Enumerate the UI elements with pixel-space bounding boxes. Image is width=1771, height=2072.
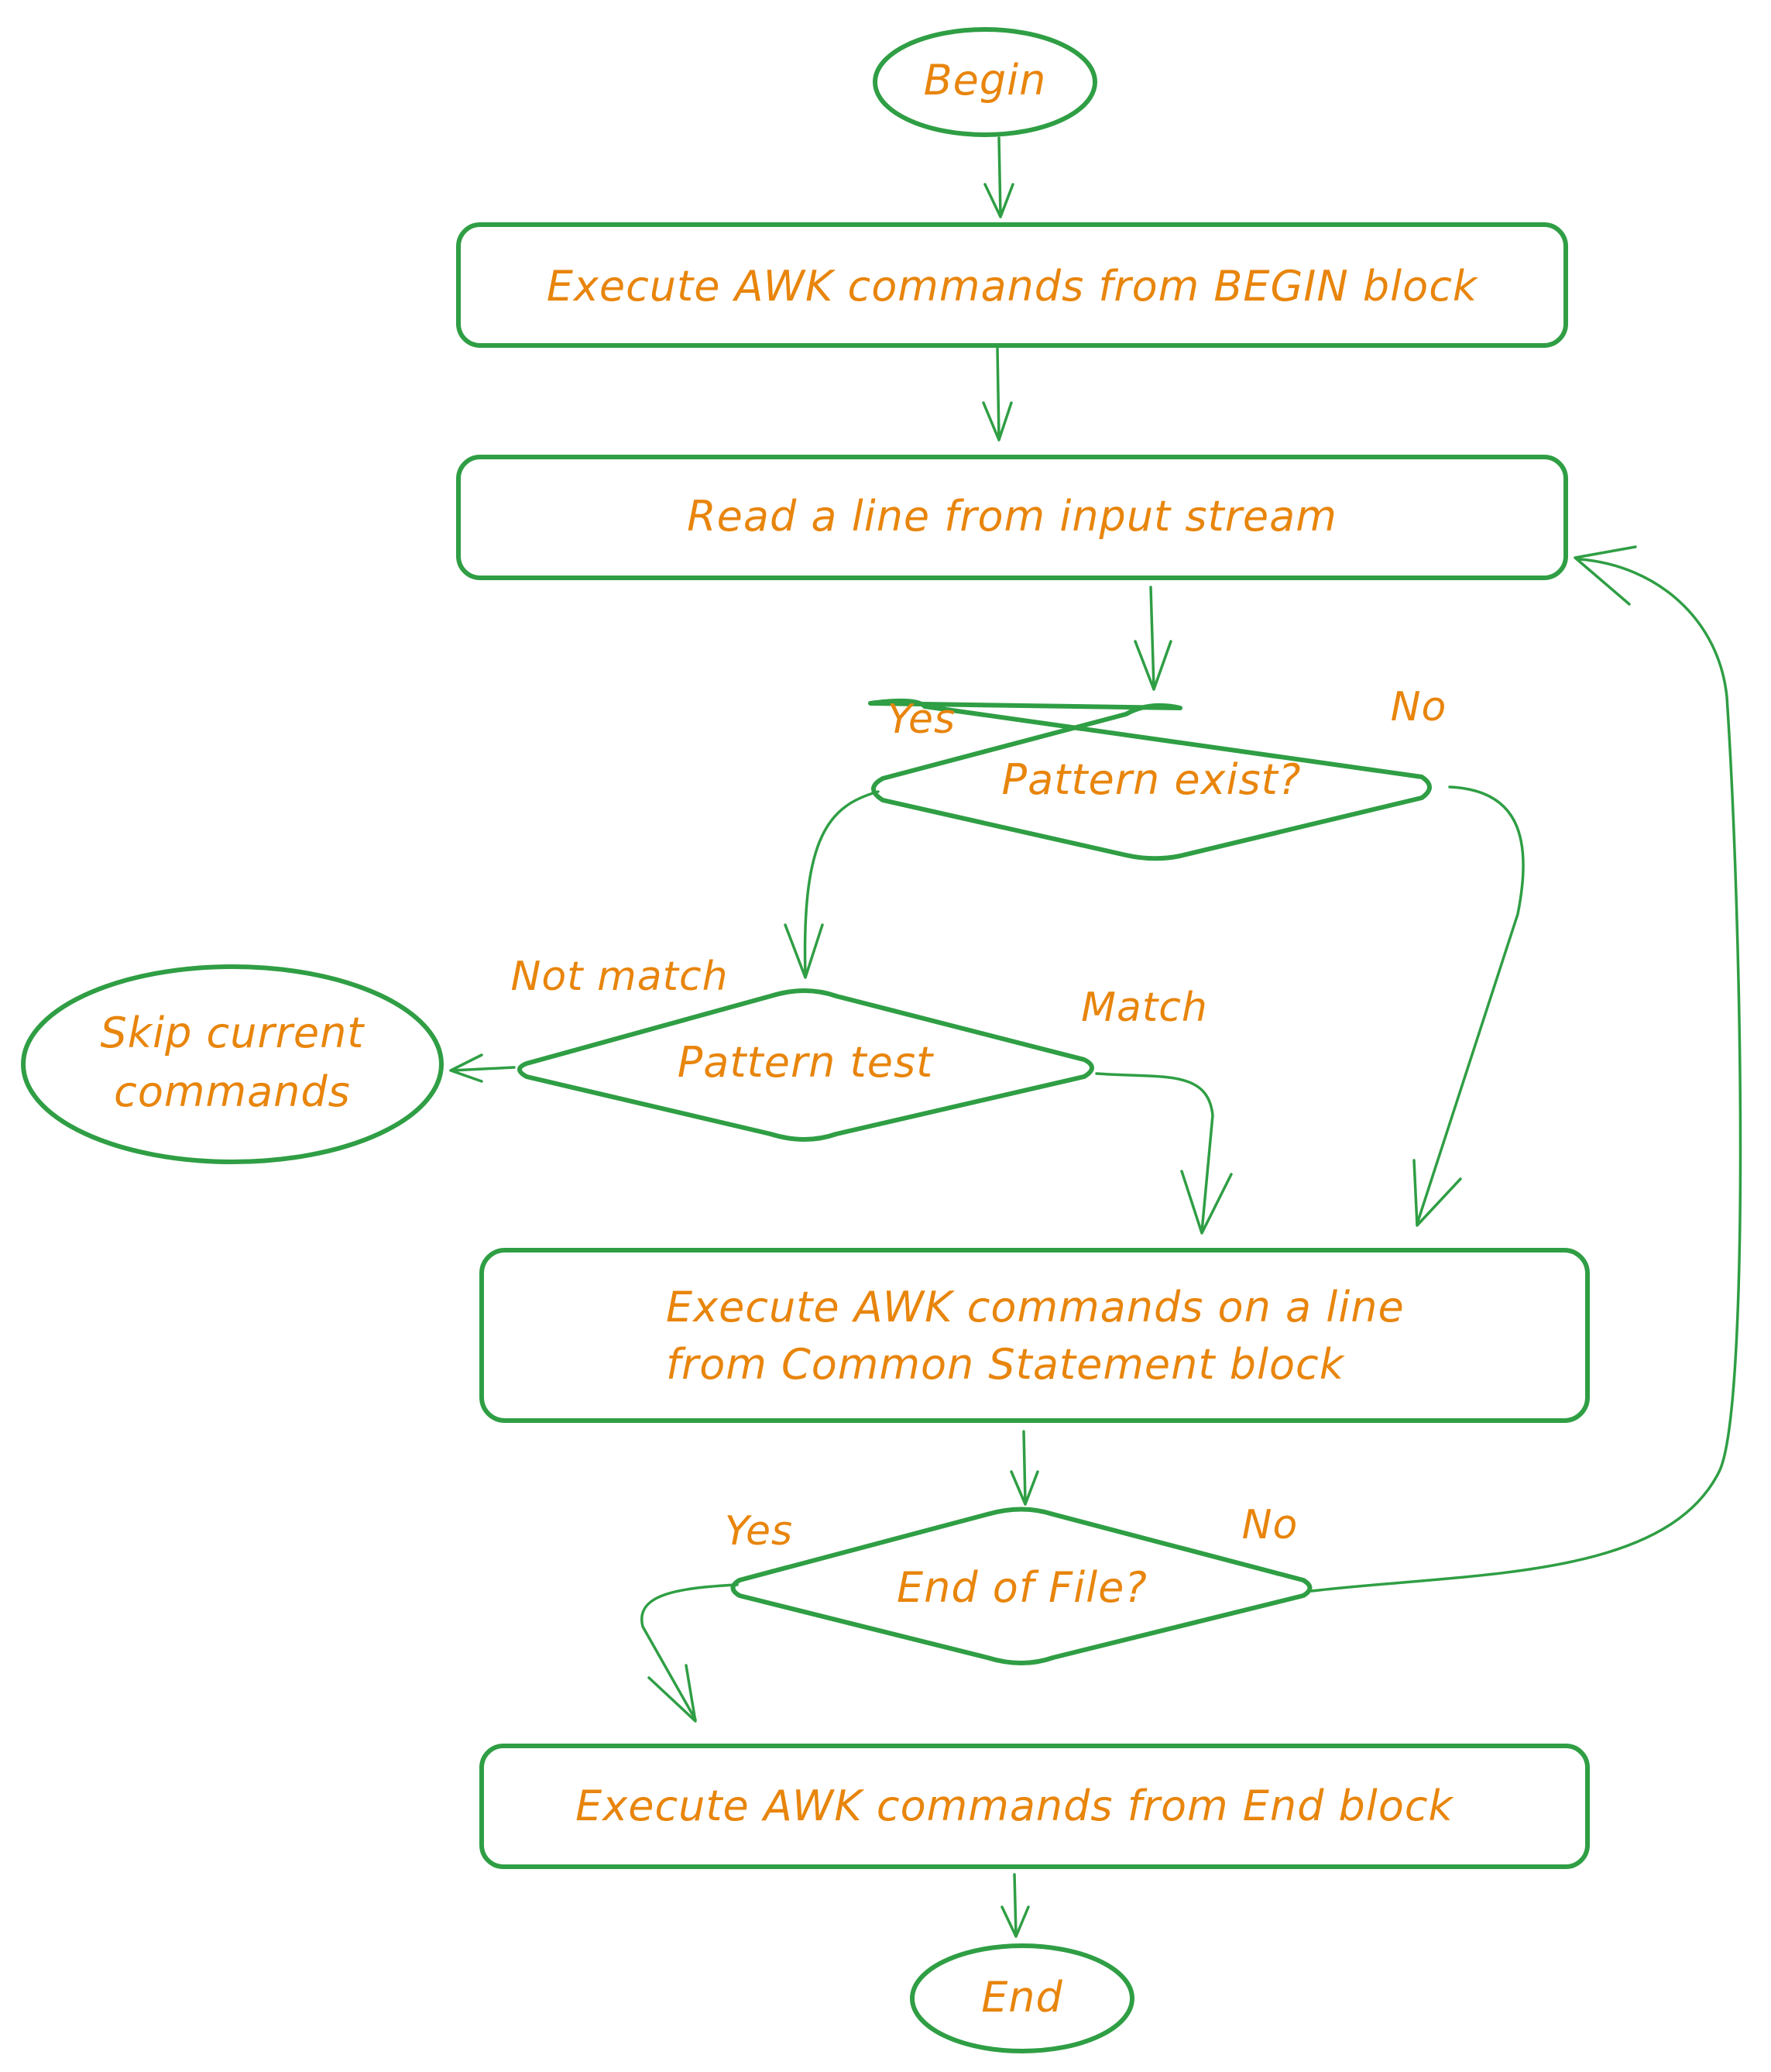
edge-begin-to-begin-block — [983, 136, 1014, 218]
begin-terminal: Begin — [873, 27, 1097, 137]
read-line-process: Read a line from input stream — [456, 455, 1568, 580]
common-block-process: Execute AWK commands on a line from Comm… — [479, 1248, 1590, 1423]
skip-commands-terminal: Skip current commands — [21, 964, 444, 1164]
read-line-label: Read a line from input stream — [687, 492, 1337, 541]
end-label: End — [981, 1973, 1063, 2022]
pattern-test-label: Pattern test — [678, 1038, 934, 1087]
pattern-exist-yes-label: Yes — [887, 696, 956, 743]
begin-label: Begin — [924, 56, 1047, 105]
edge-pattern-exist-no-to-common — [1412, 785, 1525, 1227]
pattern-exist-no-label: No — [1391, 684, 1447, 730]
end-terminal: End — [910, 1943, 1134, 2053]
pattern-test-match-label: Match — [1081, 984, 1208, 1031]
begin-block-label: Execute AWK commands from BEGIN block — [547, 262, 1479, 311]
edge-pattern-test-to-skip — [449, 1053, 516, 1083]
edge-end-block-to-end — [1000, 1873, 1030, 1938]
edge-eof-yes-to-end-block — [640, 1583, 739, 1723]
end-block-process: Execute AWK commands from End block — [479, 1744, 1590, 1869]
pattern-exist-label: Pattern exist? — [1002, 755, 1302, 804]
skip-label-line1: Skip current — [101, 1009, 366, 1057]
pattern-exist-decision: Pattern exist? — [868, 698, 1432, 861]
edge-read-line-to-pattern-exist — [1134, 586, 1172, 691]
edge-pattern-exist-to-pattern-test — [784, 790, 880, 979]
edge-pattern-test-match-to-common — [1095, 1072, 1233, 1235]
begin-block-process: Execute AWK commands from BEGIN block — [456, 222, 1568, 348]
skip-label-line2: commands — [114, 1067, 351, 1116]
eof-no-label: No — [1242, 1502, 1299, 1548]
common-label-line1: Execute AWK commands on a line — [666, 1283, 1405, 1332]
pattern-test-decision: Pattern test — [517, 988, 1094, 1142]
edge-common-to-eof — [1010, 1430, 1039, 1506]
edge-eof-no-to-read-line — [1310, 545, 1742, 1593]
eof-label: End of File? — [897, 1563, 1148, 1612]
eof-decision: End of File? — [730, 1507, 1313, 1665]
edge-begin-block-to-read-line — [982, 347, 1013, 442]
common-label-line2: from Common Statement block — [666, 1340, 1346, 1389]
end-block-label: Execute AWK commands from End block — [575, 1782, 1454, 1830]
eof-yes-label: Yes — [725, 1508, 793, 1555]
pattern-test-not-match-label: Not match — [510, 954, 728, 1000]
